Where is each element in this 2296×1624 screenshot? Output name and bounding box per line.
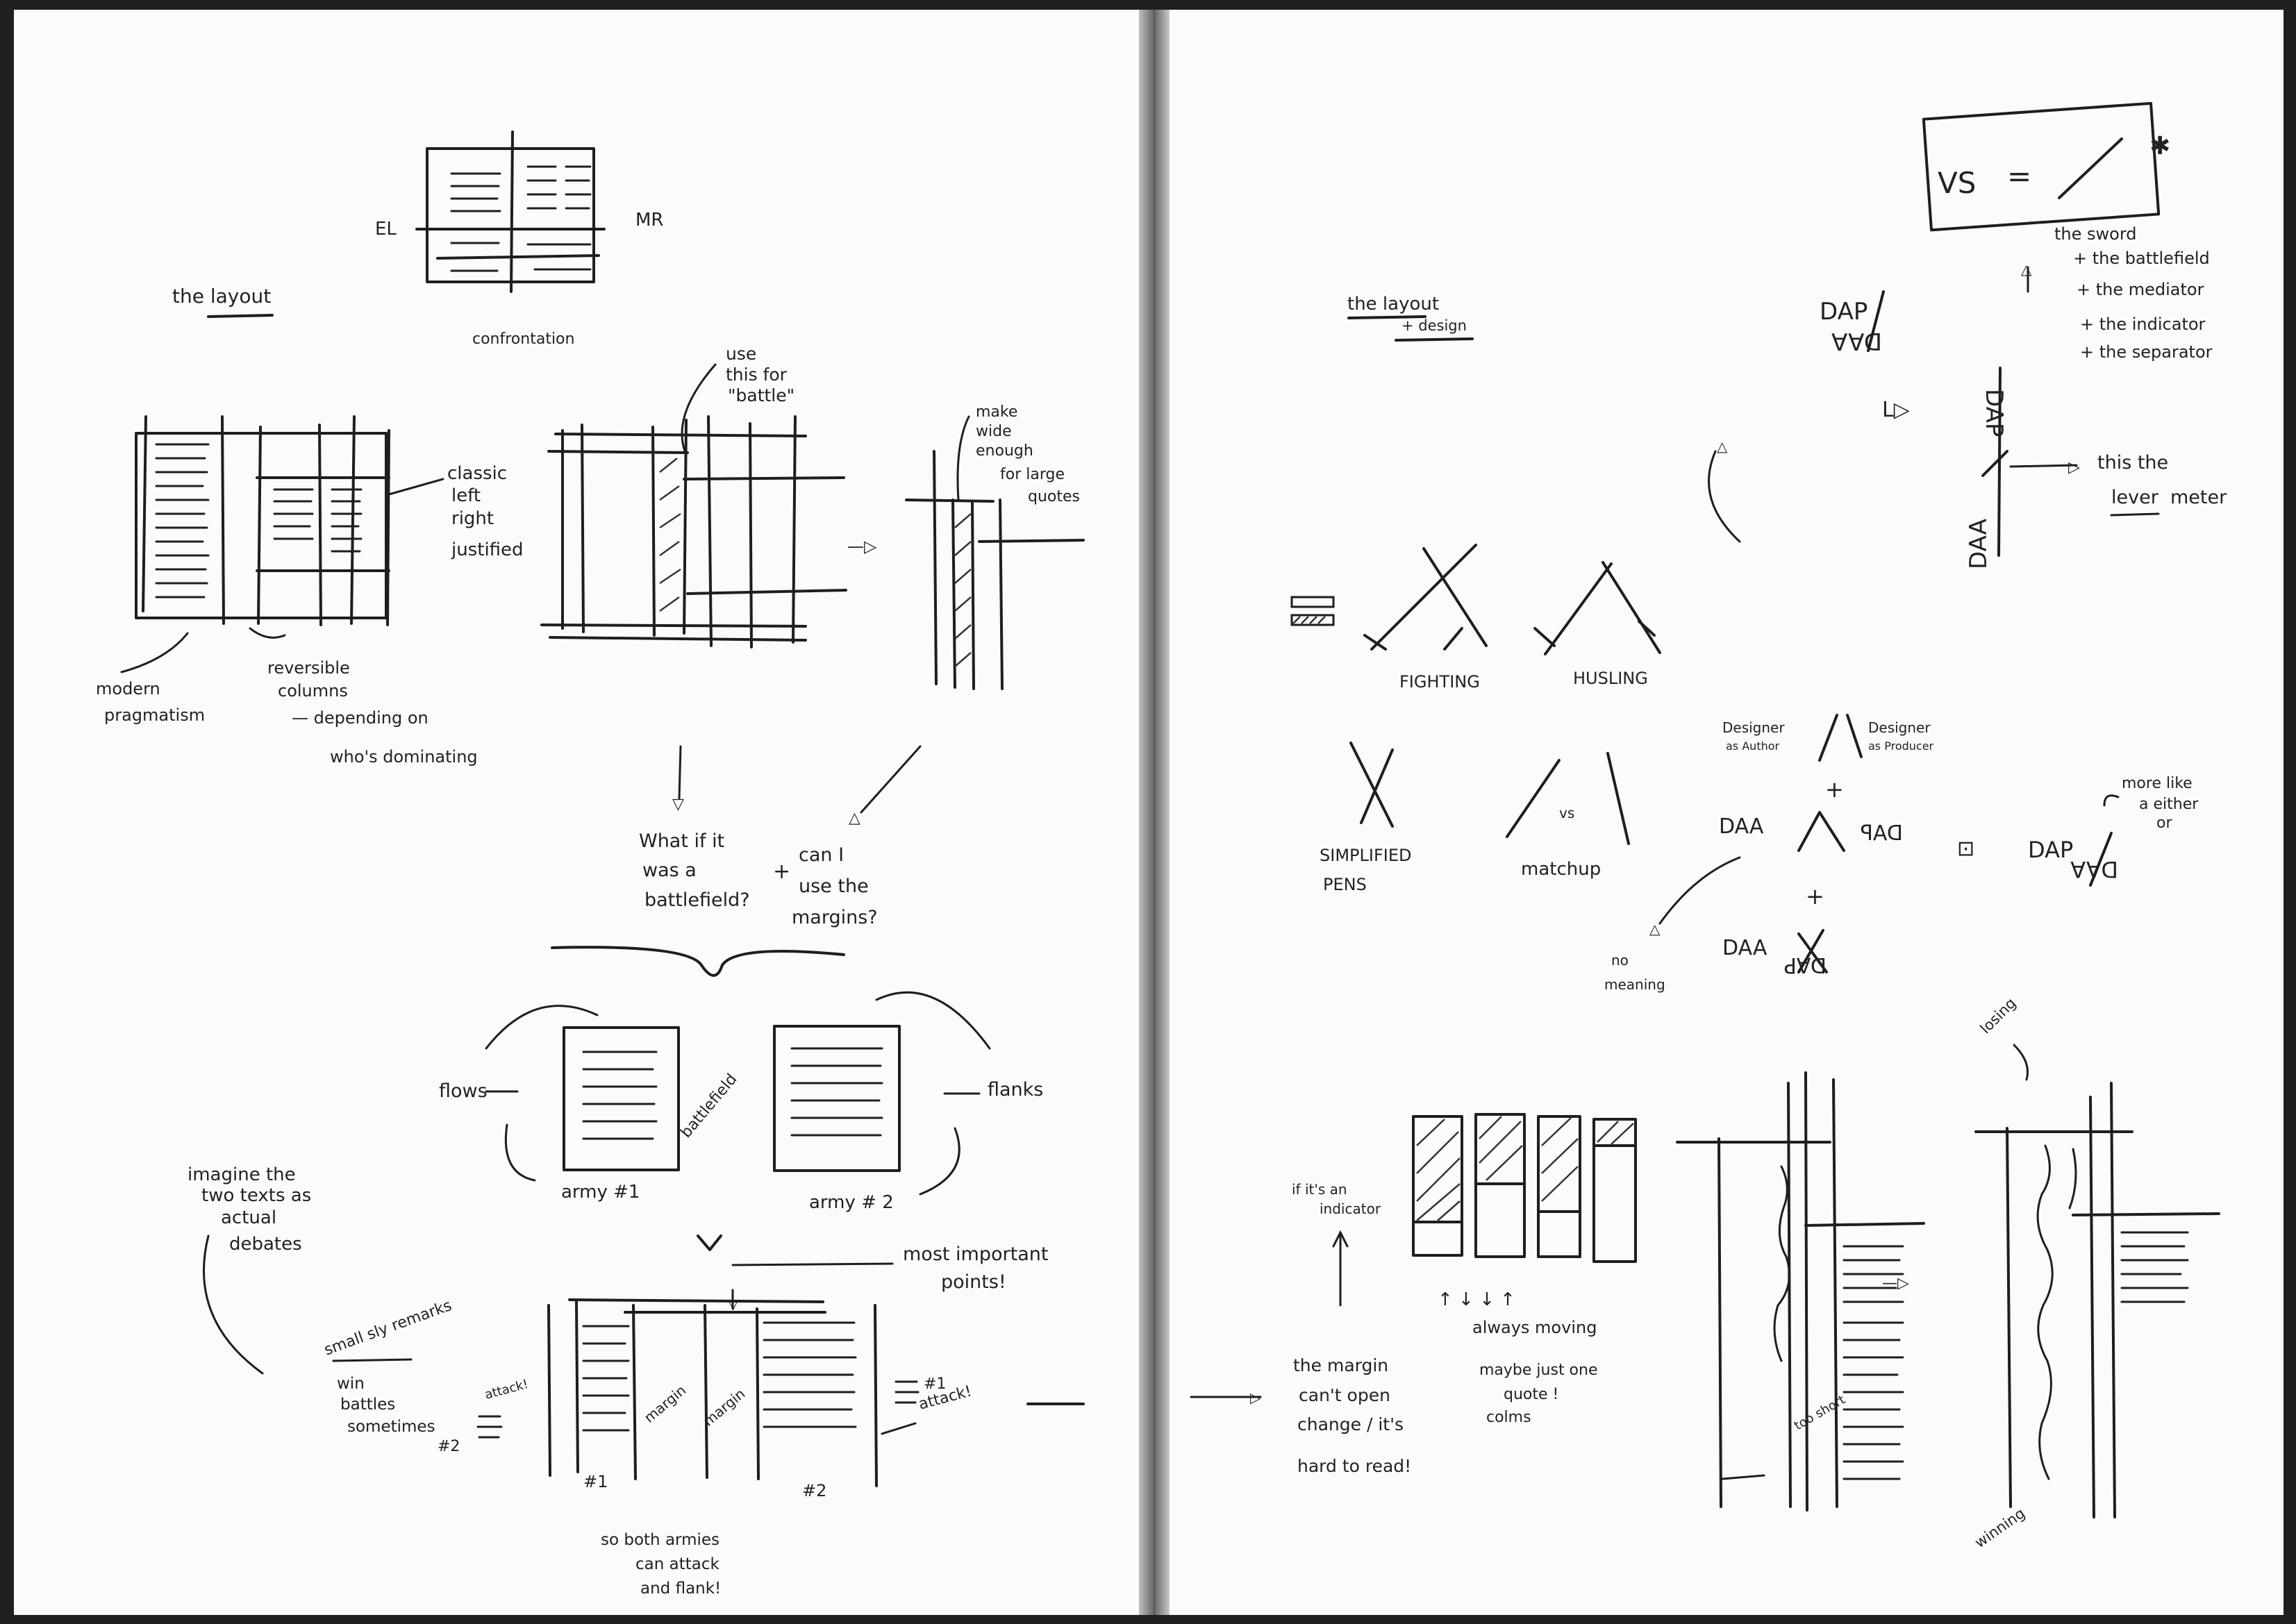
svg-text:L▷: L▷ — [1882, 398, 1910, 422]
lever-meter-sketch: DAP DAA ▷ this the lever meter — [1965, 368, 2227, 569]
svg-text:+: + — [1806, 883, 1824, 910]
svg-text:—▷: —▷ — [847, 537, 877, 556]
note-most-important: most important points! — [903, 1244, 1054, 1293]
svg-text:DAP: DAP — [1820, 298, 1867, 326]
label-battlefield: battlefield — [677, 1071, 740, 1141]
note-small-sly: small sly remarks — [322, 1297, 454, 1359]
label-confrontation: confrontation — [472, 330, 574, 348]
svg-text:▷: ▷ — [2068, 459, 2080, 476]
svg-text:DAA: DAA — [1722, 936, 1767, 960]
svg-text:DAA: DAA — [1831, 327, 1882, 355]
note-margin-cant-open: the margin can't open change / it's hard… — [1293, 1355, 1411, 1476]
note-modern: modern pragmatism — [96, 679, 205, 725]
svg-text:△: △ — [2021, 261, 2032, 278]
label-losing: losing — [1977, 995, 2020, 1037]
label-margin-a: margin — [641, 1382, 689, 1426]
svg-text:—▷: —▷ — [1882, 1275, 1909, 1292]
svg-text:Designer as Producer: Designer as Producer — [1868, 719, 1935, 753]
heading-layout-design: the layout + design — [1347, 294, 1467, 334]
svg-text:✱: ✱ — [2149, 132, 2170, 160]
armies-sketch: battlefield flows flanks army #1 army # … — [439, 992, 1043, 1213]
svg-text:△: △ — [1717, 438, 1728, 455]
column-layout-sketch: classic left right justified modern prag… — [96, 417, 524, 767]
svg-text:more like a either: more like a either or — [2122, 775, 2203, 832]
question-battlefield: What if it was a battlefield? — [639, 830, 750, 911]
dap-either-or: more like a either or DAP DAA — [2028, 775, 2203, 885]
pens-sketches: FIGHTING HUSLING SIMPLIFIED PENS vs matc… — [1292, 545, 1660, 894]
svg-text:▷: ▷ — [1250, 1389, 1261, 1406]
wide-column-sketch: make wide enough for large quotes — [906, 403, 1083, 689]
note-make-wide: make wide enough for large quotes — [976, 403, 1080, 505]
label-flows: flows — [439, 1080, 488, 1102]
label-hustling: HUSLING — [1573, 669, 1648, 688]
svg-text:DAA: DAA — [1965, 519, 1993, 569]
label-fighting: FIGHTING — [1399, 672, 1480, 692]
daa-cross-dap: DAA DAP — [1722, 930, 1827, 977]
label-too-short: too short — [1792, 1393, 1848, 1434]
svg-text:↑ ↓ ↓ ↑: ↑ ↓ ↓ ↑ — [1438, 1289, 1515, 1310]
svg-text:DAP: DAP — [2028, 837, 2073, 863]
sword-list: the sword + the battlefield + the mediat… — [2054, 224, 2215, 362]
label-vs-small: vs — [1559, 805, 1574, 821]
svg-text:DAP: DAP — [1980, 389, 2008, 437]
note-maybe-one-quote: maybe just one quote ! colms — [1479, 1362, 1603, 1426]
note-reversible: reversible columns — [267, 658, 355, 701]
designer-diagram: Designer as Author Designer as Producer … — [1719, 715, 1974, 910]
svg-text:DAA: DAA — [1719, 814, 1764, 839]
svg-text:VS: VS — [1938, 166, 1976, 200]
label-num-left: #2 — [438, 1438, 460, 1455]
label-col-1: #1 — [583, 1472, 608, 1491]
svg-text:=: = — [2007, 159, 2031, 193]
label-col-2: #2 — [802, 1481, 826, 1500]
plus-sign: + — [773, 860, 790, 884]
label-always-moving: always moving — [1472, 1318, 1597, 1337]
label-el: EL — [375, 219, 397, 240]
label-attack-left: attack! — [483, 1377, 530, 1403]
note-win-battles: win battles sometimes — [337, 1375, 435, 1436]
battle-column-sketch: use this for "battle" — [542, 344, 846, 647]
label-army-1: army #1 — [561, 1182, 640, 1203]
confrontation-sketch: EL MR confrontation — [375, 132, 664, 348]
svg-text:DAA: DAA — [2070, 856, 2118, 882]
vs-box: VS = ✱ — [1924, 103, 2170, 230]
svg-text:Designer as Author: Designer as Author — [1722, 719, 1789, 753]
dap-daa-top: DAP DAA L▷ — [1820, 292, 1910, 422]
brace — [552, 947, 844, 976]
note-both-armies: so both armies can attack and flank! — [601, 1531, 724, 1598]
note-no-meaning: no meaning — [1604, 952, 1665, 993]
indicator-bars-sketch: ↑ ↓ ↓ ↑ — [1413, 1114, 1636, 1310]
label-winning: winning — [1972, 1505, 2028, 1551]
svg-text:DAP: DAP — [1784, 953, 1827, 977]
svg-text:▽: ▽ — [672, 796, 684, 813]
note-classic: classic left right justified — [447, 463, 524, 560]
svg-text:+: + — [1825, 776, 1844, 803]
label-matchup: matchup — [1521, 859, 1601, 880]
margin-battle-sketch: margin margin #1 #2 ▽ — [549, 1264, 892, 1500]
label-flanks: flanks — [988, 1079, 1043, 1100]
note-depending: — depending on who's dominating — [292, 708, 478, 767]
label-mr: MR — [635, 210, 664, 231]
heading-underline — [208, 315, 272, 317]
losing-winning-sketch: —▷ too short losing winning — [1677, 995, 2219, 1551]
svg-text:△: △ — [849, 810, 860, 827]
label-army-2: army # 2 — [809, 1192, 894, 1213]
label-simplified-pens: SIMPLIFIED PENS — [1320, 846, 1417, 894]
svg-text:DAP: DAP — [1861, 821, 1903, 846]
svg-text:⊡: ⊡ — [1957, 837, 1974, 861]
note-lever-meter: this the lever meter — [2097, 452, 2227, 508]
svg-text:△: △ — [1649, 921, 1661, 937]
svg-text:▽: ▽ — [728, 1296, 739, 1312]
note-use-for-battle: use this for "battle" — [726, 344, 795, 405]
question-margins: can I use the margins? — [792, 844, 878, 928]
heading-the-layout: the layout — [172, 285, 271, 308]
note-if-indicator: if it's an indicator — [1292, 1181, 1381, 1217]
